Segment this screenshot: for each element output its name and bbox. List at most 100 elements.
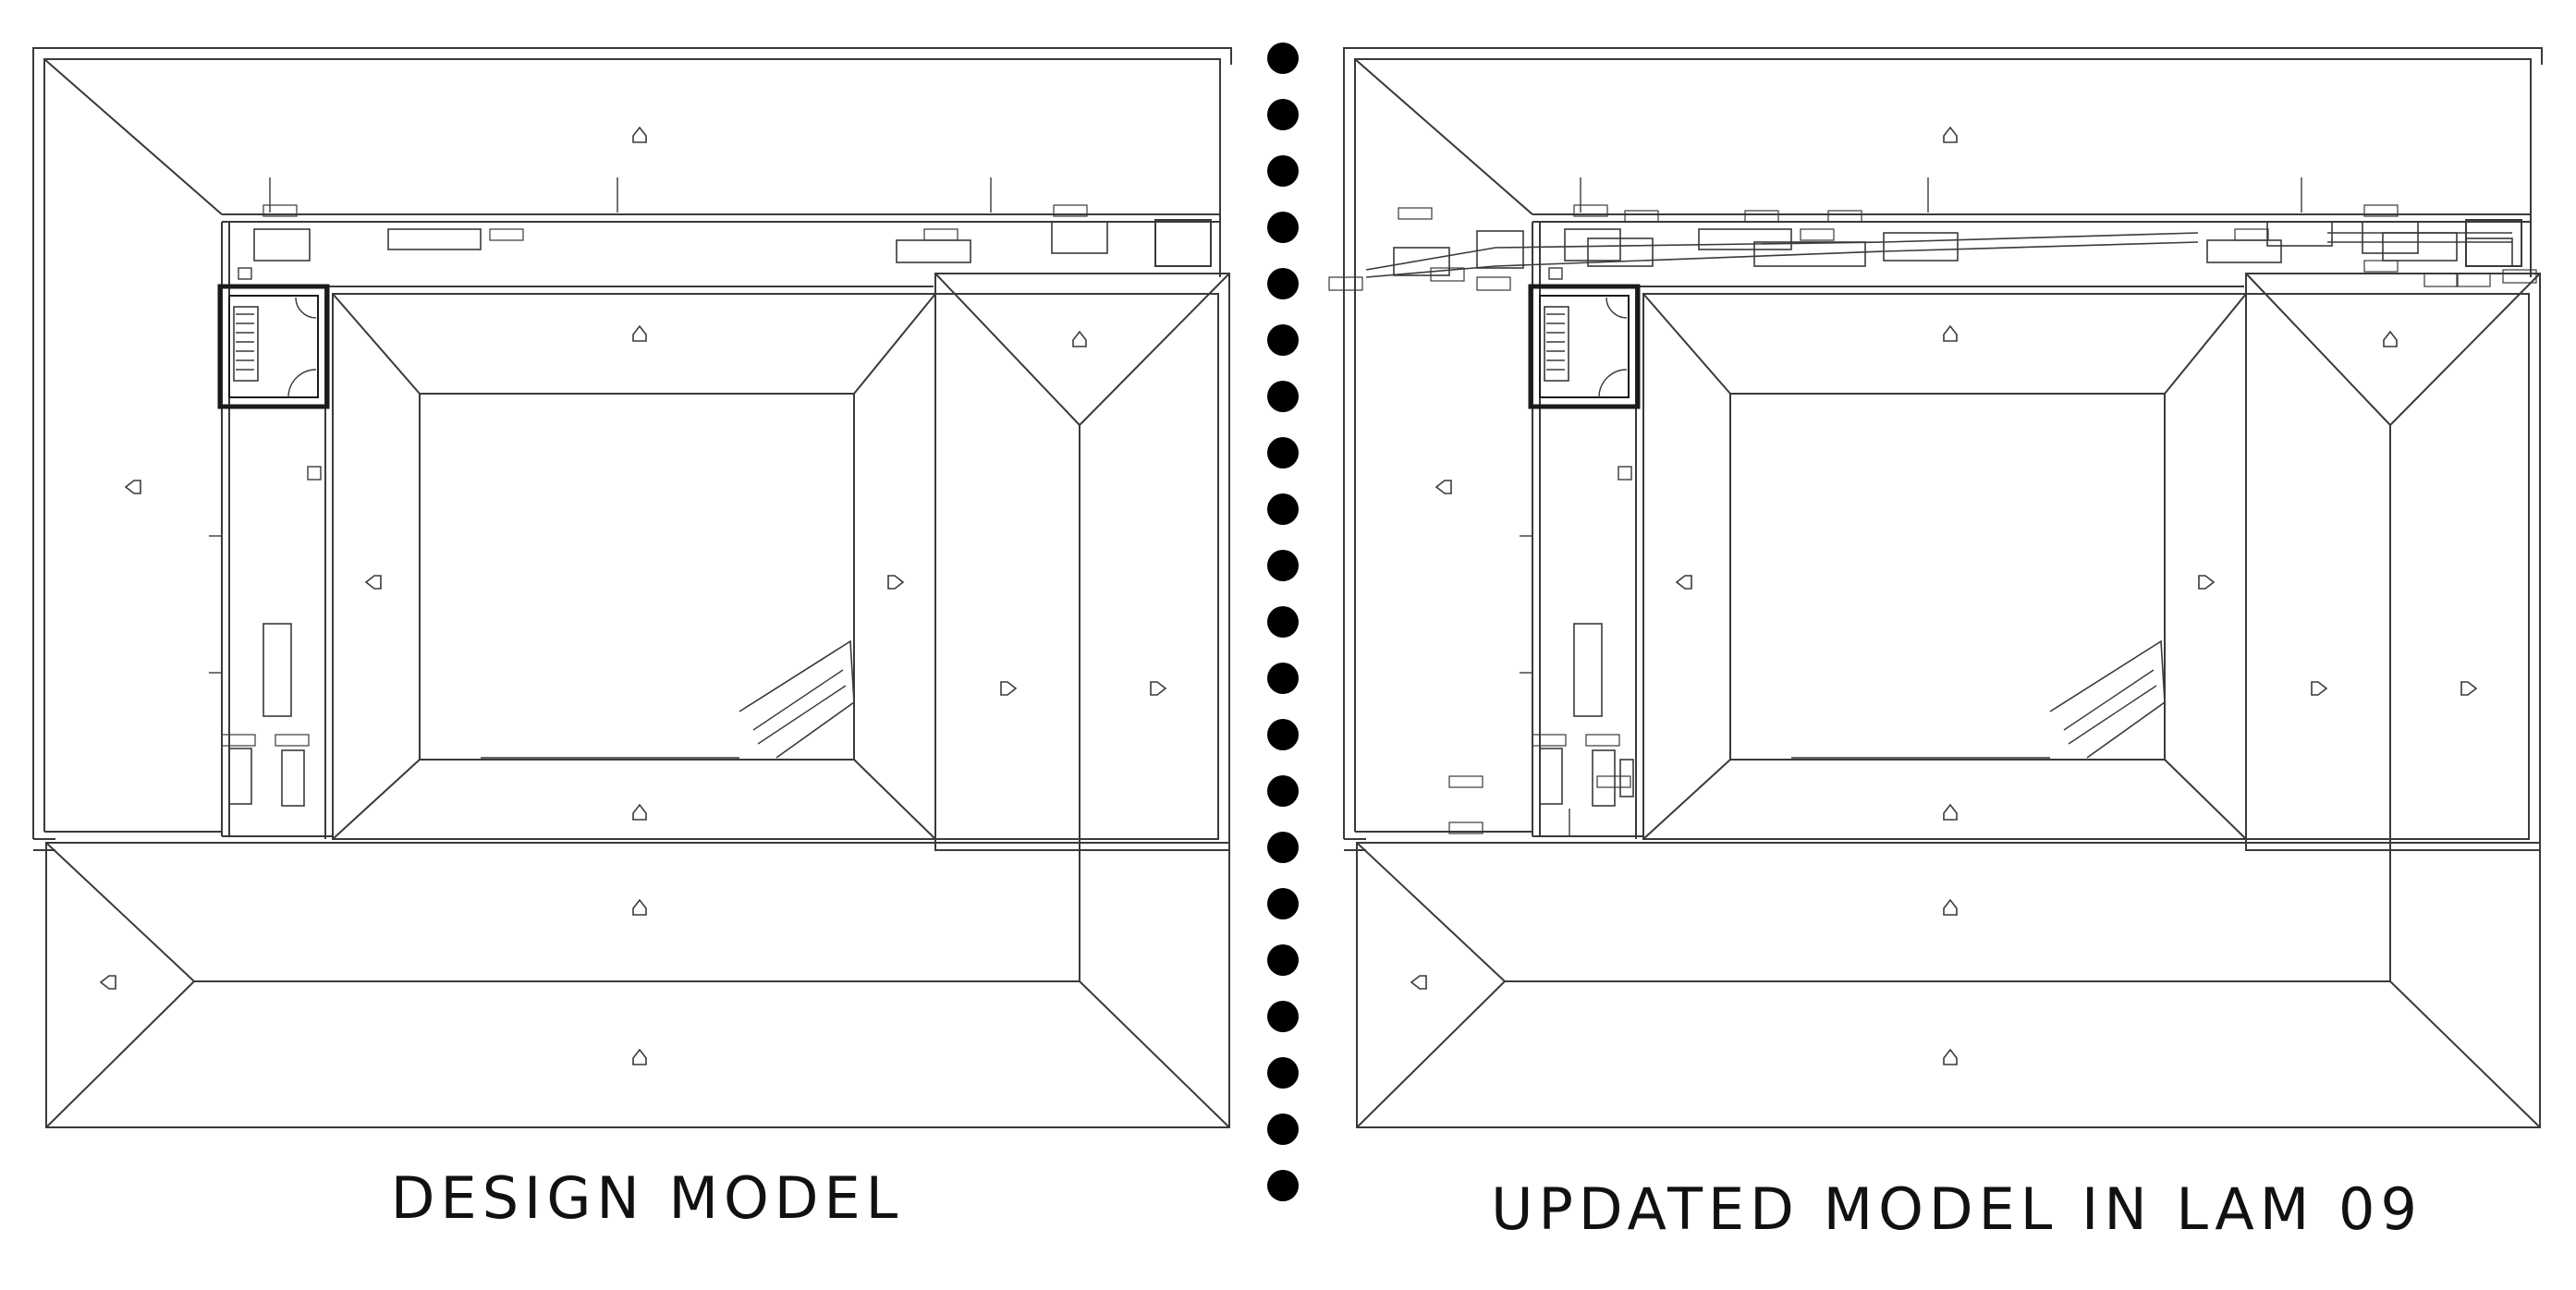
roof-hip-line (1356, 980, 1506, 1128)
duct-unit (1587, 237, 1654, 267)
roof-hip-line (1356, 842, 1506, 982)
stair-core-inner (1539, 295, 1630, 398)
inner-hip-line (1642, 759, 1731, 840)
tag-box (1800, 228, 1835, 241)
skylight (739, 639, 855, 759)
divider-dot (1267, 493, 1299, 525)
duct-run (1365, 232, 2199, 271)
door-swing (1605, 297, 1628, 319)
drain-arrow-icon (2383, 330, 2398, 347)
annotation-tag (1448, 821, 1483, 834)
divider-dot (1267, 606, 1299, 638)
drain-arrow-icon (2311, 681, 2328, 696)
drain-arrow-icon (632, 898, 647, 916)
drain-arrow-icon (2460, 681, 2478, 696)
design-model-plan (32, 47, 1232, 1128)
divider-dot (1267, 268, 1299, 299)
divider-dot (1267, 437, 1299, 469)
tag-box (1053, 204, 1088, 217)
roof-hip-line (45, 842, 195, 982)
stair-core-inner (228, 295, 319, 398)
divider-dot (1267, 550, 1299, 581)
stair-flight (233, 306, 259, 382)
drain-arrow-icon (632, 1048, 647, 1065)
lower-roof-band (45, 842, 1230, 1128)
roof-hip-line (1354, 58, 1533, 215)
courtyard-roof (1642, 293, 2530, 840)
annotation-tag (2456, 273, 2491, 287)
drain-arrow-icon (1000, 681, 1018, 696)
divider-dot (1267, 212, 1299, 243)
drain-arrow-icon (1410, 975, 1427, 990)
drain-arrow-icon (887, 575, 905, 590)
divider-dot (1267, 888, 1299, 919)
roof-hip-line (1079, 980, 1230, 1128)
annotation-tag (1398, 207, 1433, 220)
roof-hip-line (2389, 273, 2541, 426)
equipment-box (1698, 228, 1792, 250)
divider-dot (1267, 43, 1299, 74)
stair-core-outer (217, 284, 330, 409)
duct-unit (1393, 247, 1450, 276)
roof-hip-line (2389, 980, 2541, 1128)
inner-hip-line (853, 293, 936, 395)
drain-arrow-icon (1943, 324, 1958, 342)
skylight-line (2068, 685, 2157, 745)
courtyard-roof (332, 293, 1219, 840)
divider-dot (1267, 1114, 1299, 1145)
equipment-box (387, 228, 482, 250)
inner-hip-line (2164, 293, 2247, 395)
duct-unit (1753, 241, 1866, 267)
divider-dot (1267, 832, 1299, 863)
skylight-line (2063, 669, 2155, 731)
drain-arrow-icon (1150, 681, 1167, 696)
annotation-tag (1827, 210, 1862, 223)
drain-arrow-icon (1675, 575, 1692, 590)
drain-arrow-icon (124, 480, 141, 494)
annotation-tag (2363, 260, 2399, 273)
annotation-tag (2423, 273, 2459, 287)
stair-flight (1544, 306, 1569, 382)
drain-arrow-icon (1943, 126, 1958, 143)
roof-hip-line (934, 273, 1080, 426)
annotation-tag (1430, 267, 1465, 282)
outer-wall-inner (43, 58, 1221, 832)
equipment-box (1619, 759, 1634, 797)
duct-unit (2266, 221, 2333, 247)
duct-unit (1476, 230, 1524, 269)
door-swing (295, 297, 317, 319)
divider-dot (1267, 1001, 1299, 1032)
floor-drain (1548, 267, 1563, 280)
equipment-box (1592, 749, 1616, 807)
duct-unit (2382, 232, 2458, 262)
equipment-box (1051, 221, 1108, 254)
equipment-box (253, 228, 311, 262)
equipment-box (1539, 748, 1563, 805)
tag-box (489, 228, 524, 241)
floor-drain (307, 466, 322, 481)
skylight-line (752, 669, 844, 731)
inner-hip-line (2164, 759, 2247, 840)
drain-arrow-icon (1943, 1048, 1958, 1065)
drain-arrow-icon (632, 324, 647, 342)
design-model-caption: DESIGN MODEL (391, 1164, 903, 1232)
divider-dot (1267, 944, 1299, 976)
divider-dot (1267, 1170, 1299, 1201)
updated-model-plan (1328, 47, 2543, 1128)
roof-hip-line (43, 58, 223, 215)
drain-arrow-icon (2198, 575, 2216, 590)
tag-box (2234, 228, 2269, 241)
drain-arrow-icon (1943, 898, 1958, 916)
divider-dot (1267, 381, 1299, 412)
door-swing (1598, 369, 1628, 398)
tag-box (1532, 734, 1567, 747)
drain-arrow-icon (364, 575, 382, 590)
duct-run (1365, 241, 2199, 278)
drain-arrow-icon (1943, 803, 1958, 821)
equipment-box (228, 748, 252, 805)
divider-dot (1267, 324, 1299, 356)
equipment-box (1573, 623, 1603, 717)
tag-box (1585, 734, 1620, 747)
equipment-box (2206, 239, 2282, 263)
